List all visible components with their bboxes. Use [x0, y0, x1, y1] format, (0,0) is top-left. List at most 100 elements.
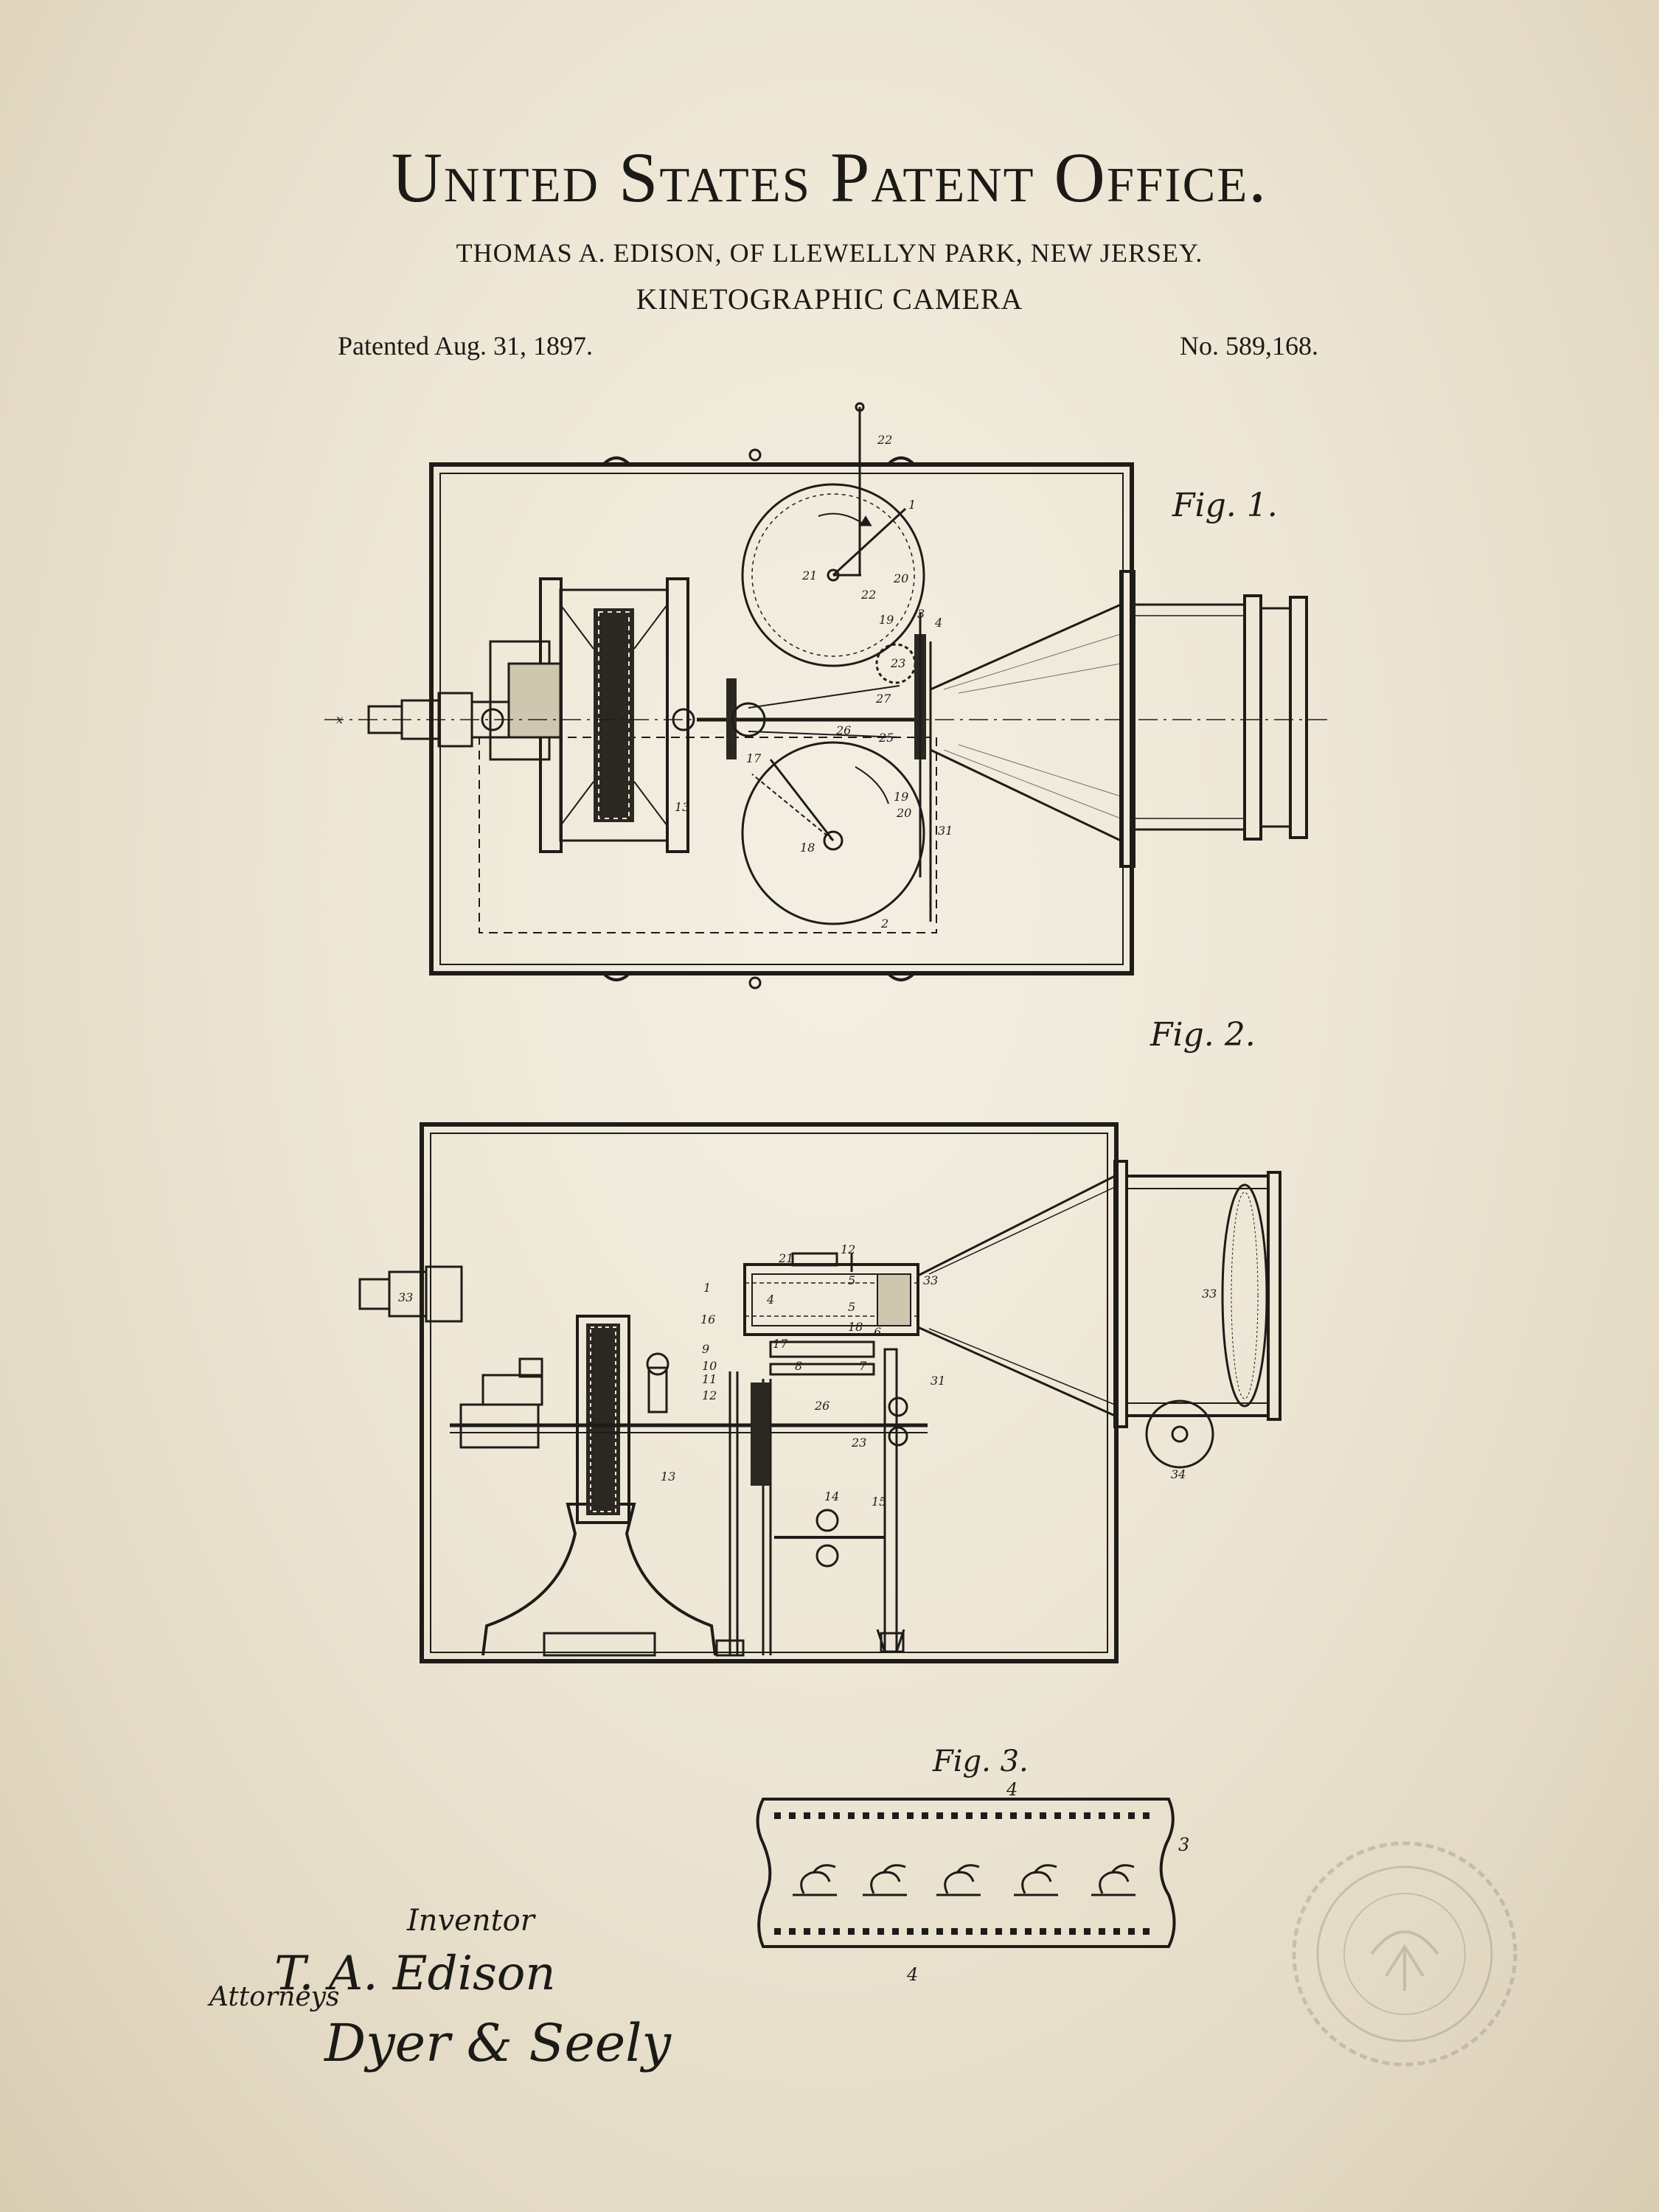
- fig2-gear-train: [715, 1340, 908, 1657]
- svg-text:4: 4: [766, 1293, 774, 1307]
- film-perforation: [877, 1812, 884, 1819]
- film-perforation: [907, 1928, 914, 1935]
- film-perforation: [966, 1812, 973, 1819]
- film-perforation: [995, 1812, 1002, 1819]
- inventor-line: THOMAS A. EDISON, OF LLEWELLYN PARK, NEW…: [456, 238, 1203, 268]
- film-perforation: [1128, 1928, 1135, 1935]
- film-perforation: [789, 1928, 796, 1935]
- film-perforation: [818, 1928, 825, 1935]
- film-perforation: [1010, 1928, 1017, 1935]
- svg-text:31: 31: [938, 824, 953, 838]
- svg-text:21: 21: [801, 568, 817, 582]
- film-perforation: [863, 1812, 869, 1819]
- film-perforation: [981, 1928, 987, 1935]
- fig1-camera-box-inner: [439, 473, 1124, 965]
- svg-text:17: 17: [773, 1337, 788, 1351]
- fig1-callouts: 22 1 21 22 20 19 3 4 23 27 26 25 17 19 2…: [336, 433, 953, 931]
- svg-text:6: 6: [874, 1325, 881, 1339]
- svg-text:12: 12: [841, 1242, 855, 1256]
- svg-text:26: 26: [814, 1399, 830, 1413]
- fig2-callouts: 21 12 1 4 5 5 33 16 18 6 17 8 7 9 10 11 …: [398, 1242, 1217, 1509]
- fig3-label: Fig. 3.: [932, 1745, 1029, 1778]
- film-perforation: [892, 1928, 899, 1935]
- film-perforation: [774, 1928, 781, 1935]
- svg-text:1: 1: [908, 498, 916, 512]
- film-perforation: [1099, 1812, 1105, 1819]
- film-perforation: [789, 1812, 796, 1819]
- invention-title: KINETOGRAPHIC CAMERA: [636, 282, 1023, 316]
- svg-text:33: 33: [1202, 1287, 1217, 1301]
- film-perforation: [1025, 1928, 1032, 1935]
- svg-text:10: 10: [702, 1359, 717, 1373]
- film-perforation: [1084, 1812, 1091, 1819]
- svg-text:12: 12: [702, 1388, 717, 1402]
- patent-date: Patented Aug. 31, 1897.: [338, 331, 593, 361]
- svg-text:4: 4: [934, 616, 942, 630]
- svg-text:20: 20: [896, 806, 911, 820]
- film-perforation: [1113, 1812, 1120, 1819]
- film-perforation: [1069, 1812, 1076, 1819]
- film-perforation: [892, 1812, 899, 1819]
- svg-text:11: 11: [702, 1372, 717, 1386]
- inventor-label: Inventor: [407, 1904, 535, 1938]
- film-perforation: [951, 1928, 958, 1935]
- film-perforation: [1113, 1928, 1120, 1935]
- svg-text:20: 20: [893, 571, 908, 585]
- film-perforation: [1040, 1812, 1046, 1819]
- eagle-seal-icon: [1292, 1841, 1517, 2067]
- figure-2: Fig. 2.: [358, 1016, 1281, 1663]
- svg-text:31: 31: [931, 1374, 945, 1388]
- film-perforation: [922, 1928, 928, 1935]
- film-perforation: [1025, 1812, 1032, 1819]
- fig2-lens-cone: [917, 1160, 1281, 1469]
- svg-text:9: 9: [702, 1342, 709, 1356]
- fig3-film-strip: [756, 1798, 1176, 1948]
- attorneys-label: Attorneys: [209, 1982, 340, 2012]
- film-perforation: [1069, 1928, 1076, 1935]
- film-perforation: [907, 1812, 914, 1819]
- svg-text:23: 23: [890, 656, 905, 670]
- film-perforation: [1054, 1812, 1061, 1819]
- svg-text:1: 1: [703, 1281, 711, 1295]
- film-perforation: [848, 1928, 855, 1935]
- fig1-camera-box: [429, 462, 1134, 975]
- svg-text:13: 13: [661, 1470, 675, 1484]
- svg-text:3: 3: [1178, 1834, 1189, 1855]
- film-perforation: [966, 1928, 973, 1935]
- svg-text:14: 14: [824, 1489, 839, 1503]
- svg-text:15: 15: [872, 1495, 886, 1509]
- svg-text:16: 16: [700, 1312, 715, 1326]
- film-perforation: [833, 1812, 840, 1819]
- film-perforation: [936, 1928, 943, 1935]
- svg-text:17: 17: [746, 751, 762, 765]
- svg-text:25: 25: [878, 731, 894, 745]
- film-perforation: [863, 1928, 869, 1935]
- svg-text:21: 21: [778, 1251, 793, 1265]
- fig1-flywheel-motor: [470, 577, 695, 853]
- svg-text:4: 4: [1006, 1779, 1018, 1800]
- svg-text:7: 7: [859, 1359, 867, 1373]
- film-perforation: [1128, 1812, 1135, 1819]
- svg-text:22: 22: [877, 433, 892, 447]
- film-perforation: [1143, 1812, 1150, 1819]
- film-perforation: [1143, 1928, 1150, 1935]
- film-perforation: [981, 1812, 987, 1819]
- attorney-signature: Dyer & Seely: [324, 2013, 672, 2073]
- fig3-perforations: [774, 1812, 1150, 1935]
- svg-text:27: 27: [875, 692, 891, 706]
- film-perforation: [1099, 1928, 1105, 1935]
- svg-text:3: 3: [917, 607, 925, 621]
- fig1-label: Fig. 1.: [1172, 487, 1278, 524]
- fig3-frames: [793, 1864, 1135, 1896]
- svg-text:18: 18: [848, 1320, 863, 1334]
- svg-text:23: 23: [851, 1436, 866, 1450]
- film-perforation: [877, 1928, 884, 1935]
- film-perforation: [774, 1812, 781, 1819]
- svg-text:4: 4: [906, 1964, 918, 1985]
- figure-3: Fig. 3. 4 3 4: [756, 1745, 1189, 1985]
- svg-text:34: 34: [1171, 1467, 1186, 1481]
- film-perforation: [833, 1928, 840, 1935]
- svg-text:18: 18: [800, 841, 815, 855]
